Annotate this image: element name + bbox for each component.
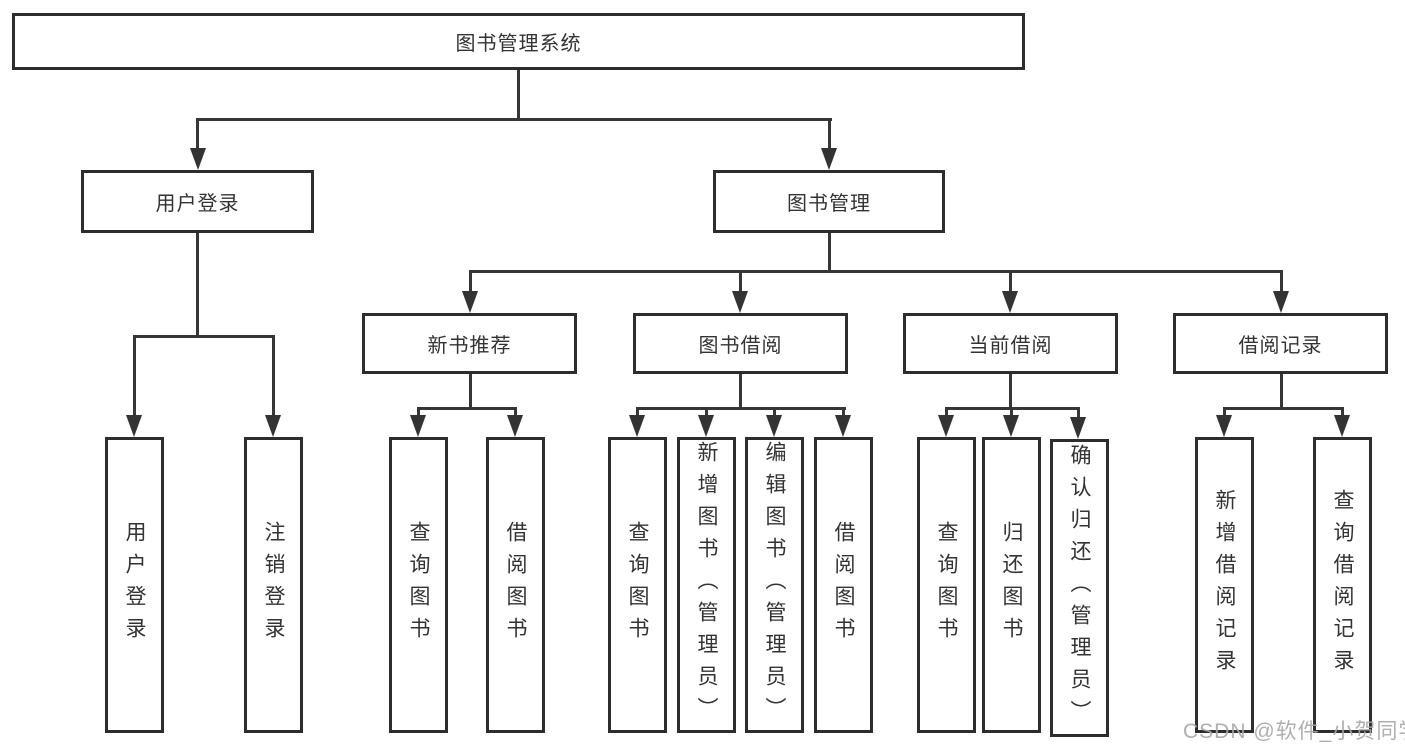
down-arrowhead-icon: [732, 291, 748, 313]
down-arrowhead-icon: [1216, 415, 1232, 437]
connector-line: [133, 335, 275, 338]
leaf-borrow-books-borrowing-label: 借阅图书: [832, 521, 855, 649]
leaf-user-login: 用户登录: [105, 437, 164, 733]
leaf-query-books-recommend-label: 查询图书: [407, 521, 430, 649]
connector-line: [514, 407, 517, 419]
leaf-borrow-books-borrowing: 借阅图书: [814, 437, 873, 733]
leaf-query-books-borrowing: 查询图书: [608, 437, 667, 733]
node-borrowing-records-label: 借阅记录: [1238, 335, 1323, 357]
connector-line: [417, 407, 517, 410]
connector-line: [272, 335, 275, 419]
node-user-login: 用户登录: [81, 170, 314, 233]
down-arrowhead-icon: [462, 291, 478, 313]
leaf-add-books-admin-label: 新增图书（管理员）: [695, 441, 718, 729]
connector-line: [469, 374, 472, 410]
connector-line: [1223, 407, 1343, 410]
down-arrowhead-icon: [835, 415, 851, 437]
leaf-user-login-label: 用户登录: [123, 521, 146, 649]
node-new-book-recommend-label: 新书推荐: [427, 335, 512, 357]
connector-line: [469, 270, 472, 295]
connector-line: [1223, 407, 1226, 419]
leaf-query-books-current-label: 查询图书: [935, 521, 958, 649]
leaf-logout: 注销登录: [244, 437, 303, 733]
connector-line: [1341, 407, 1344, 419]
node-book-borrowing: 图书借阅: [633, 313, 848, 374]
connector-line: [196, 233, 199, 338]
down-arrowhead-icon: [1002, 291, 1018, 313]
down-arrowhead-icon: [766, 415, 782, 437]
leaf-query-books-recommend: 查询图书: [389, 437, 448, 733]
connector-line: [705, 407, 708, 419]
leaf-query-books-borrowing-label: 查询图书: [626, 521, 649, 649]
connector-line: [196, 118, 199, 152]
connector-line: [739, 374, 742, 410]
leaf-add-borrow-record-label: 新增借阅记录: [1213, 489, 1236, 681]
connector-line: [469, 270, 1283, 273]
connector-line: [636, 407, 846, 410]
down-arrowhead-icon: [1273, 291, 1289, 313]
connector-line: [1009, 270, 1012, 295]
leaf-add-borrow-record: 新增借阅记录: [1195, 437, 1254, 733]
leaf-borrow-books-recommend-label: 借阅图书: [504, 521, 527, 649]
connector-line: [1077, 407, 1080, 419]
csdn-watermark: CSDN @软件_小贺同学: [1183, 720, 1405, 743]
leaf-edit-books-admin-label: 编辑图书（管理员）: [763, 441, 786, 729]
node-root: 图书管理系统: [12, 13, 1025, 70]
down-arrowhead-icon: [410, 415, 426, 437]
connector-line: [196, 118, 832, 121]
down-arrowhead-icon: [1334, 415, 1350, 437]
leaf-query-borrow-record-label: 查询借阅记录: [1331, 489, 1354, 681]
connector-line: [1280, 374, 1283, 410]
leaf-borrow-books-recommend: 借阅图书: [486, 437, 545, 733]
node-current-borrowing-label: 当前借阅: [968, 335, 1053, 357]
connector-line: [828, 233, 831, 273]
node-borrowing-records: 借阅记录: [1173, 313, 1388, 374]
connector-line: [1280, 270, 1283, 295]
leaf-add-books-admin: 新增图书（管理员）: [677, 437, 736, 733]
node-new-book-recommend: 新书推荐: [362, 313, 577, 374]
down-arrowhead-icon: [821, 148, 837, 170]
node-user-login-label: 用户登录: [155, 193, 240, 215]
leaf-query-borrow-record: 查询借阅记录: [1313, 437, 1372, 733]
connector-line: [1010, 407, 1013, 419]
connector-line: [636, 407, 639, 419]
down-arrowhead-icon: [938, 415, 954, 437]
connector-line: [517, 70, 520, 121]
down-arrowhead-icon: [126, 415, 142, 437]
down-arrowhead-icon: [190, 148, 206, 170]
leaf-return-books-label: 归还图书: [1000, 521, 1023, 649]
leaf-return-books: 归还图书: [982, 437, 1041, 733]
leaf-edit-books-admin: 编辑图书（管理员）: [745, 437, 804, 733]
node-book-borrowing-label: 图书借阅: [698, 335, 783, 357]
leaf-confirm-return-admin: 确认归还（管理员）: [1050, 439, 1109, 737]
down-arrowhead-icon: [629, 415, 645, 437]
down-arrowhead-icon: [698, 415, 714, 437]
leaf-query-books-current: 查询图书: [917, 437, 976, 733]
leaf-confirm-return-admin-label: 确认归还（管理员）: [1068, 444, 1091, 732]
node-current-borrowing: 当前借阅: [903, 313, 1118, 374]
connector-line: [1009, 374, 1012, 410]
connector-line: [739, 270, 742, 295]
node-root-label: 图书管理系统: [455, 33, 582, 55]
connector-line: [945, 407, 948, 419]
down-arrowhead-icon: [265, 415, 281, 437]
connector-line: [773, 407, 776, 419]
leaf-logout-label: 注销登录: [262, 521, 285, 649]
connector-line: [417, 407, 420, 419]
down-arrowhead-icon: [1003, 415, 1019, 437]
connector-line: [842, 407, 845, 419]
down-arrowhead-icon: [507, 415, 523, 437]
down-arrowhead-icon: [1070, 417, 1086, 439]
node-book-management: 图书管理: [713, 170, 945, 233]
connector-line: [133, 335, 136, 419]
node-book-management-label: 图书管理: [787, 193, 871, 215]
connector-line: [828, 118, 831, 152]
